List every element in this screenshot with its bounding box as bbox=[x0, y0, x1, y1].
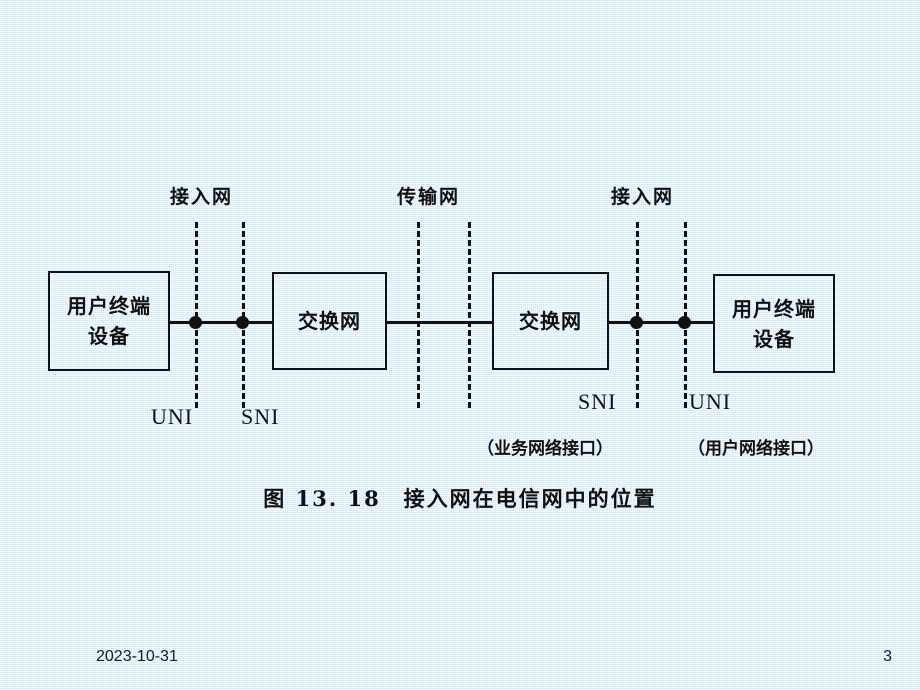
node-label-line2: 设备 bbox=[88, 324, 130, 348]
node-label-line1: 交换网 bbox=[298, 309, 361, 333]
link-terminal-left-to-switch-left bbox=[169, 321, 274, 324]
boundary-dashed-line-transport-left bbox=[417, 222, 420, 408]
node-switching-network-left: 交换网 bbox=[272, 272, 387, 370]
junction-dot-sni-right bbox=[630, 316, 643, 329]
boundary-dashed-line-uni-left bbox=[195, 222, 198, 408]
boundary-dashed-line-uni-right bbox=[684, 222, 687, 408]
paren-label-uni-expansion: （用户网络接口） bbox=[688, 439, 824, 459]
node-switching-network-right: 交换网 bbox=[492, 272, 609, 370]
boundary-dashed-line-sni-left bbox=[242, 222, 245, 408]
zone-label-access-network-right: 接入网 bbox=[611, 186, 675, 208]
node-user-terminal-right: 用户终端 设备 bbox=[713, 274, 835, 373]
figure-caption: 图 13. 18 接入网在电信网中的位置 bbox=[263, 486, 657, 511]
interface-label-sni-left: SNI bbox=[241, 404, 280, 429]
junction-dot-uni-left bbox=[189, 316, 202, 329]
zone-label-transport-network: 传输网 bbox=[397, 186, 461, 208]
junction-dot-uni-right bbox=[678, 316, 691, 329]
interface-label-sni-right: SNI bbox=[578, 389, 617, 414]
interface-label-uni-left: UNI bbox=[151, 404, 194, 429]
node-label-line1: 交换网 bbox=[519, 309, 582, 333]
paren-label-sni-expansion: （业务网络接口） bbox=[477, 439, 613, 459]
junction-dot-sni-left bbox=[236, 316, 249, 329]
boundary-dashed-line-sni-right bbox=[636, 222, 639, 408]
node-label-line2: 设备 bbox=[753, 326, 795, 351]
zone-label-access-network-left: 接入网 bbox=[170, 186, 234, 208]
node-label-line1: 用户终端 bbox=[67, 294, 151, 318]
network-architecture-diagram: 接入网 传输网 接入网 用户终端 设备 交换网 交换网 用户终 bbox=[48, 186, 835, 511]
node-label-line1: 用户终端 bbox=[732, 296, 816, 321]
link-switch-right-to-terminal-right bbox=[608, 321, 714, 324]
boundary-dashed-line-transport-right bbox=[468, 222, 471, 408]
node-user-terminal-left: 用户终端 设备 bbox=[48, 271, 170, 371]
footer-page-number: 3 bbox=[883, 648, 892, 665]
link-switch-left-to-switch-right bbox=[386, 321, 493, 324]
interface-label-uni-right: UNI bbox=[689, 389, 732, 414]
footer-date: 2023-10-31 bbox=[96, 648, 178, 665]
